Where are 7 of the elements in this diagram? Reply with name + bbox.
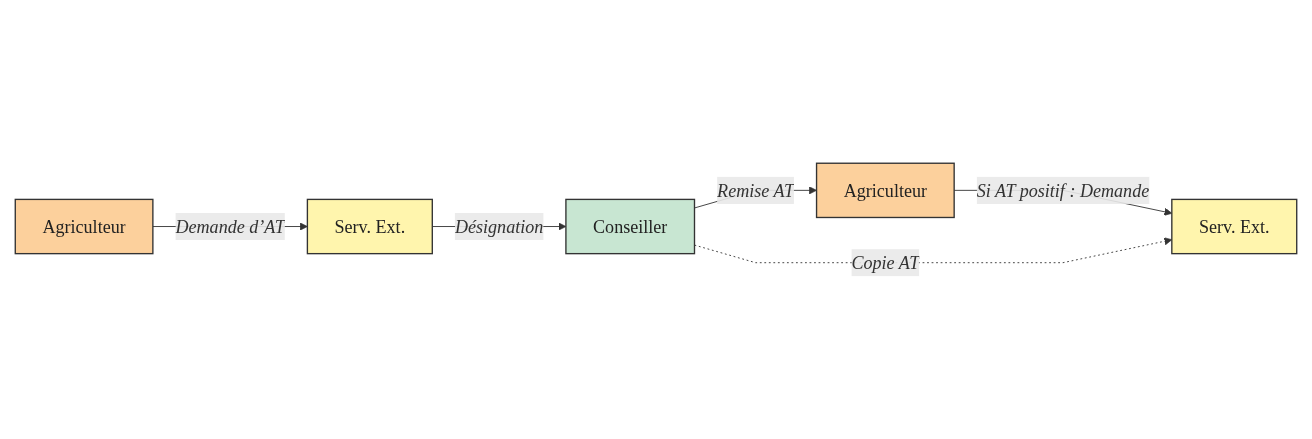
node-box: Serv. Ext. <box>306 198 433 255</box>
node-box: Serv. Ext. <box>1171 198 1298 255</box>
edge-label: Désignation <box>454 216 544 237</box>
node-box: Agriculteur <box>14 198 154 255</box>
edge-label: Si AT positif : Demande <box>976 180 1150 201</box>
node-box: Agriculteur <box>815 162 955 218</box>
node-box: Conseiller <box>565 198 696 255</box>
